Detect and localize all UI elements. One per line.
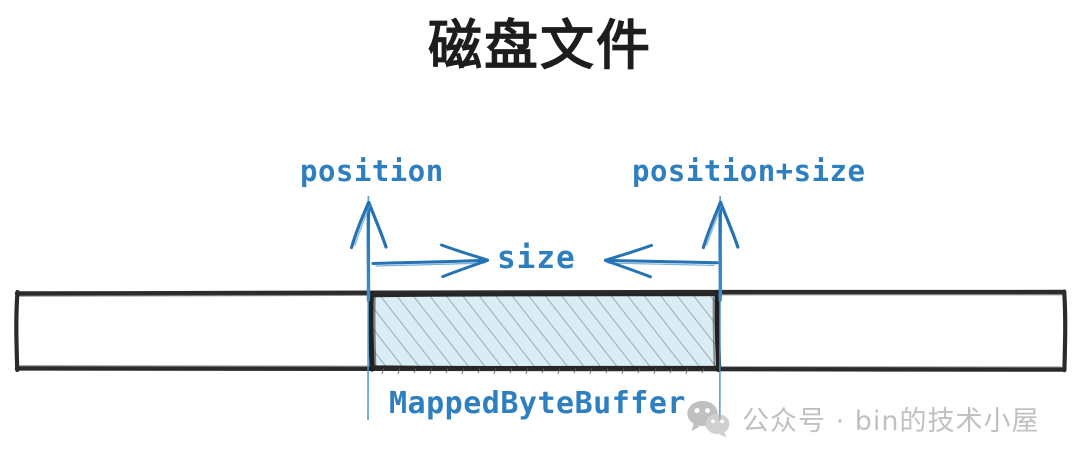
page-title: 磁盘文件: [428, 14, 652, 77]
size-span-arrow-right: [604, 243, 719, 279]
watermark: 公众号 · bin的技术小屋: [686, 398, 1040, 438]
label-mapped-byte-buffer: MappedByteBuffer: [389, 386, 686, 421]
mapped-region: [368, 289, 722, 375]
size-span-arrow-left: [371, 243, 489, 279]
label-position: position: [300, 154, 444, 188]
label-size: size: [497, 240, 576, 276]
wechat-icon: [686, 398, 730, 438]
watermark-text: 公众号 · bin的技术小屋: [742, 405, 1040, 437]
position-plus-size-marker-arrow: [701, 195, 740, 421]
position-marker-arrow: [350, 195, 388, 421]
label-position-plus-size: position+size: [632, 154, 866, 188]
